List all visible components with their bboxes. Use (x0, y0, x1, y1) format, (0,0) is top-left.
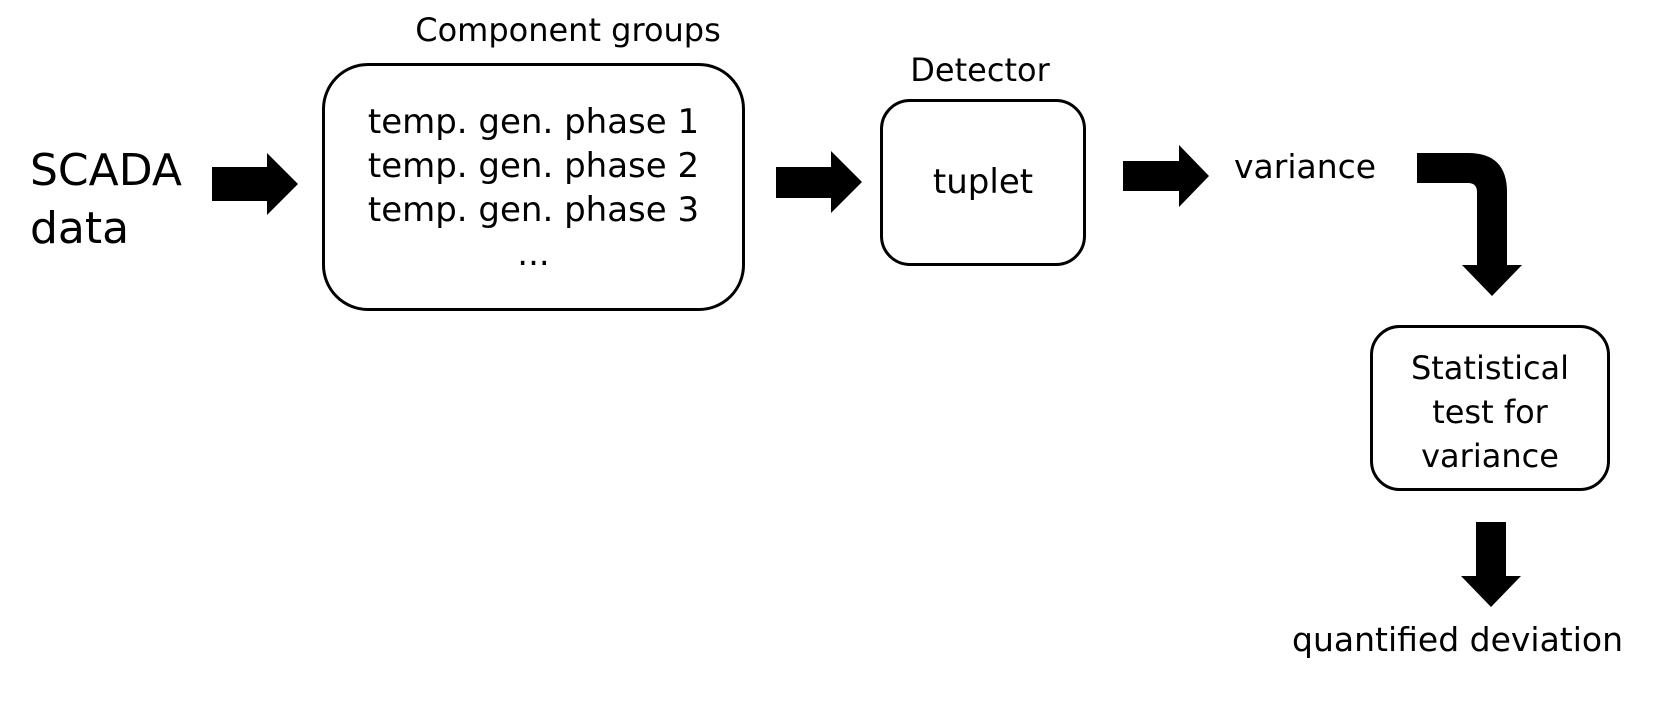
detector-box: tuplet (880, 99, 1086, 266)
arrow-source-to-groups (212, 153, 298, 215)
scada-data-label: SCADA data (30, 142, 182, 258)
statistical-test-box: Statistical test for variance (1370, 325, 1610, 491)
component-groups-list: temp. gen. phase 1 temp. gen. phase 2 te… (325, 100, 742, 276)
scada-data-line-1: SCADA (30, 145, 182, 196)
component-groups-box: temp. gen. phase 1 temp. gen. phase 2 te… (322, 63, 745, 311)
component-group-item: temp. gen. phase 1 (367, 102, 700, 142)
statistical-test-line-1: Statistical (1410, 349, 1570, 387)
component-group-ellipsis: ... (517, 234, 550, 274)
component-group-item: temp. gen. phase 3 (367, 190, 700, 230)
statistical-test-label: Statistical test for variance (1373, 346, 1607, 478)
arrow-variance-to-test (1417, 153, 1522, 296)
statistical-test-line-2: test for (1432, 393, 1548, 431)
quantified-deviation-label: quantified deviation (1292, 620, 1624, 659)
variance-label: variance (1234, 147, 1377, 186)
arrow-groups-to-detector (776, 151, 862, 213)
arrow-detector-to-variance (1123, 145, 1209, 207)
component-groups-title: Component groups (415, 11, 721, 49)
detector-title: Detector (910, 51, 1050, 89)
arrow-test-to-output (1461, 522, 1521, 607)
component-group-item: temp. gen. phase 2 (367, 146, 700, 186)
detector-label: tuplet (932, 162, 1034, 202)
statistical-test-line-3: variance (1421, 437, 1559, 475)
scada-data-line-2: data (30, 203, 130, 254)
